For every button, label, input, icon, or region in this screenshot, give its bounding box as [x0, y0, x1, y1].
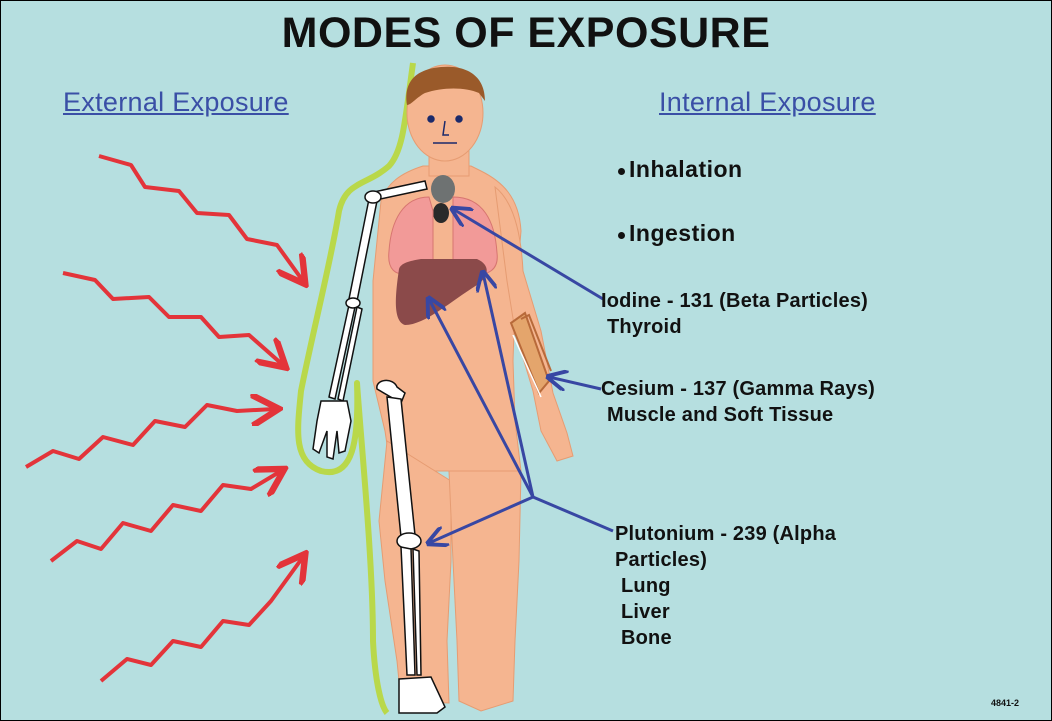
radiation-arrow-5 [101, 557, 303, 681]
isotope-plutonium: Plutonium - 239 (Alpha Particles) Lung L… [615, 521, 836, 651]
radiation-arrow-3 [26, 405, 275, 467]
route-label: Ingestion [629, 220, 736, 246]
isotope-iodine: Iodine - 131 (Beta Particles) Thyroid [601, 288, 868, 340]
route-inhalation: Inhalation [618, 156, 743, 183]
target-organ: Bone [615, 625, 836, 651]
arrow-plutonium-stem [533, 497, 613, 531]
target-organ: Thyroid [601, 314, 868, 340]
left-eye [428, 116, 434, 122]
bullet-icon [618, 168, 625, 175]
hand-bones [313, 401, 351, 459]
external-exposure-heading: External Exposure [63, 87, 289, 118]
isotope-name: Iodine - 131 (Beta Particles) [601, 288, 868, 314]
isotope-name-line2: Particles) [615, 547, 836, 573]
right-eye [456, 116, 462, 122]
radiation-arrow-1 [99, 156, 303, 281]
target-organ: Liver [615, 599, 836, 625]
radiation-arrow-4 [51, 471, 281, 561]
internal-exposure-heading: Internal Exposure [659, 87, 876, 118]
elbow-joint [346, 298, 360, 308]
page-title: MODES OF EXPOSURE [1, 9, 1051, 58]
isotope-cesium: Cesium - 137 (Gamma Rays) Muscle and Sof… [601, 376, 875, 428]
arrow-muscle [549, 377, 601, 389]
target-organ: Lung [615, 573, 836, 599]
shoulder-joint [365, 191, 381, 203]
radiation-arrows [26, 156, 303, 681]
route-ingestion: Ingestion [618, 220, 736, 247]
isotope-name-line1: Plutonium - 239 (Alpha [615, 521, 836, 547]
route-label: Inhalation [629, 156, 743, 182]
target-organ: Muscle and Soft Tissue [601, 402, 875, 428]
bullet-icon [618, 232, 625, 239]
isotope-name: Cesium - 137 (Gamma Rays) [601, 376, 875, 402]
figure-code: 4841-2 [991, 698, 1019, 708]
radiation-arrow-2 [63, 273, 283, 365]
